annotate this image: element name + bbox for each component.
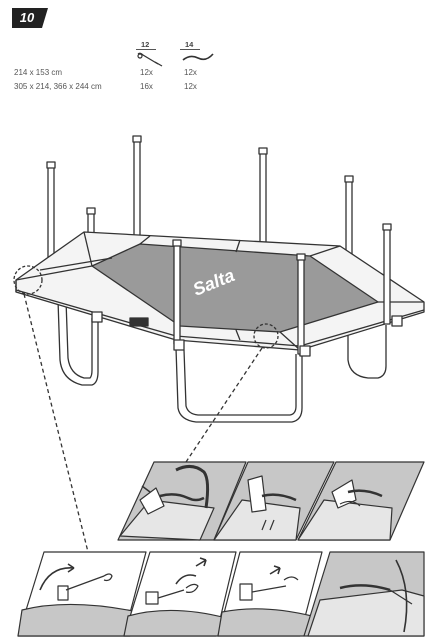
leg-front <box>175 347 303 423</box>
size-row-2: 305 x 214, 366 x 244 cm <box>14 82 102 91</box>
qty-14-row-2: 12x <box>184 82 197 91</box>
leg-front-inner <box>183 349 297 416</box>
qty-12-row-2: 16x <box>140 82 153 91</box>
leg-right <box>347 325 387 379</box>
part-underline <box>136 49 156 50</box>
size-row-1: 214 x 153 cm <box>14 68 63 77</box>
part-code-12: 12 <box>141 40 150 49</box>
qty-14-row-1: 12x <box>184 68 197 77</box>
spring-hook-icon <box>137 52 163 67</box>
step-number: 10 <box>19 10 35 25</box>
detail-circle-left <box>13 265 43 295</box>
leg-left <box>57 299 99 386</box>
part-underline <box>180 49 200 50</box>
leg-left-inner <box>65 299 93 379</box>
frame-label <box>129 317 149 327</box>
qty-12-row-1: 12x <box>140 68 153 77</box>
parts-icons <box>137 52 214 67</box>
step-number-badge: 10 <box>12 8 48 28</box>
detail-circle-right <box>253 323 279 349</box>
part-code-14: 14 <box>185 40 194 49</box>
elastic-cord-icon <box>182 53 214 61</box>
